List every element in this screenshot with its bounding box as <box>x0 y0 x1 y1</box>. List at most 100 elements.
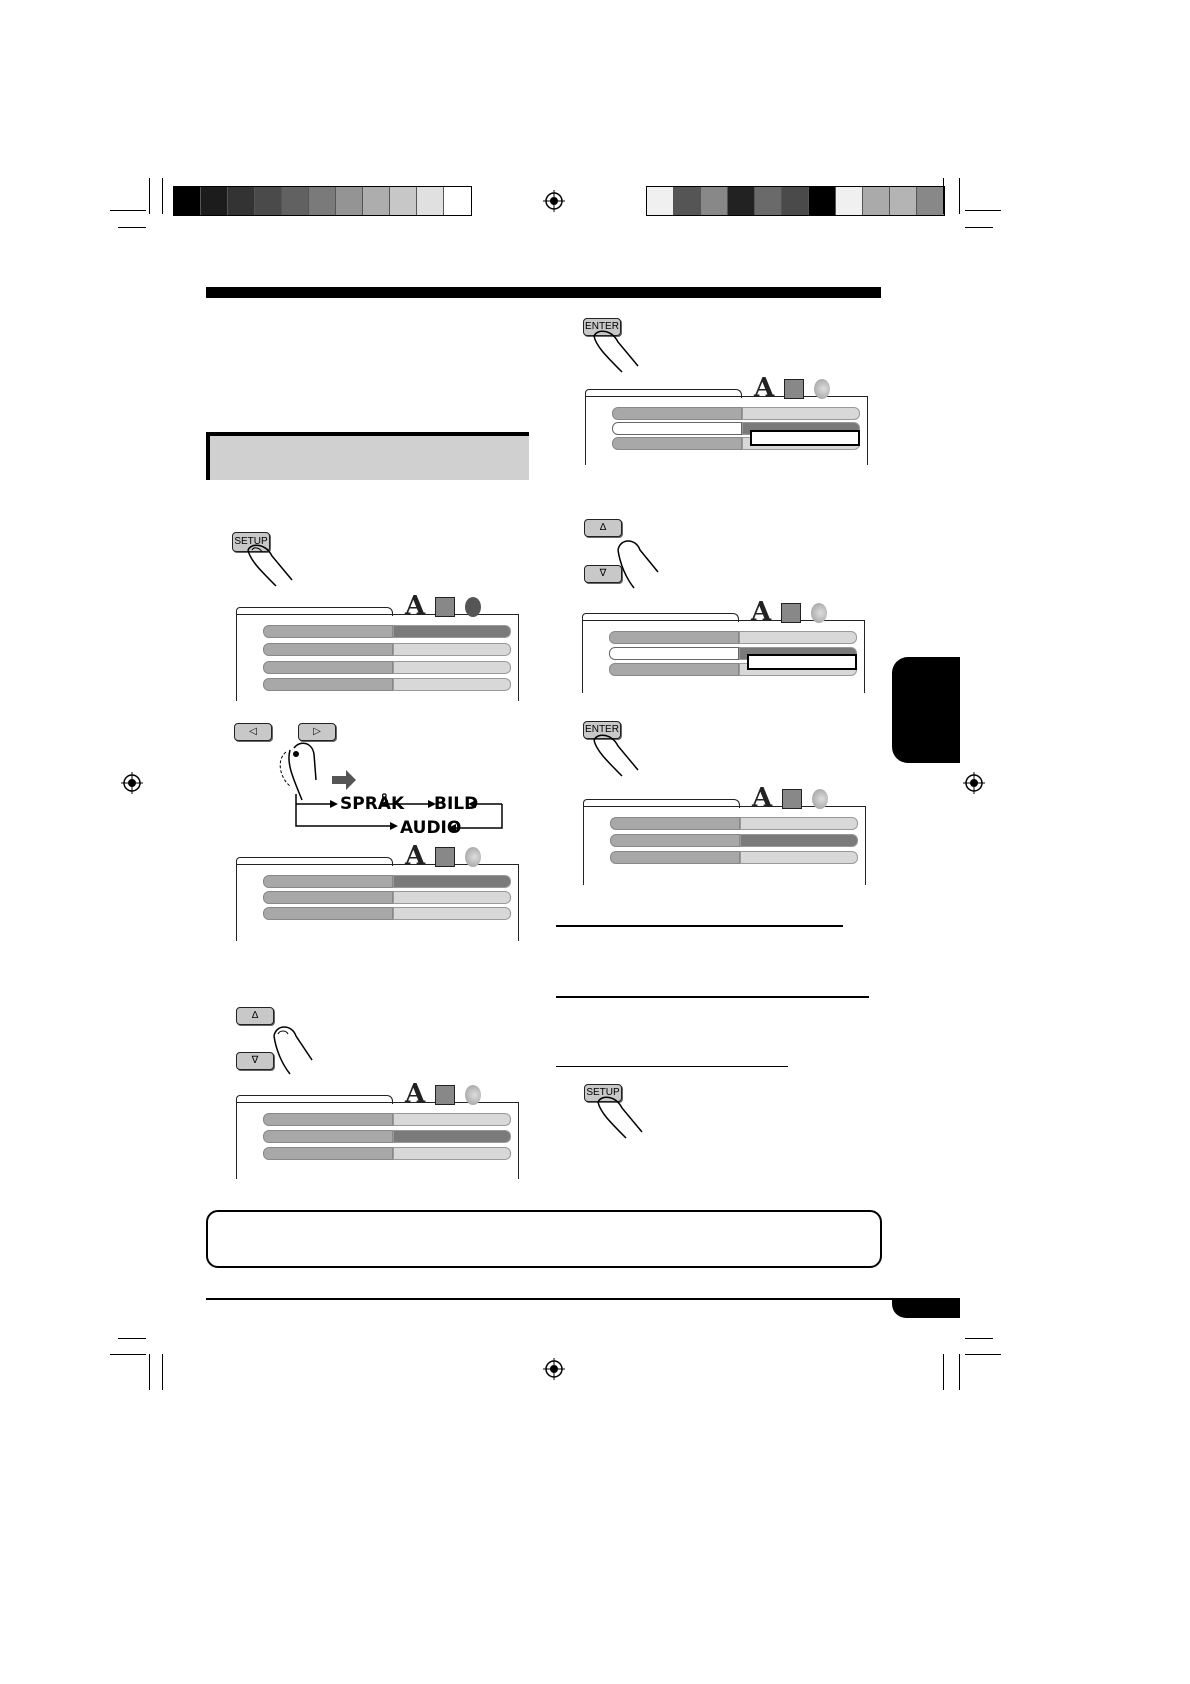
setup-button[interactable]: SETUP <box>584 1084 622 1102</box>
swatch <box>674 187 701 215</box>
swatch <box>174 187 201 215</box>
crop-mark <box>943 178 944 214</box>
flow-label-bild: BILD <box>434 794 479 814</box>
menu-icons: A <box>405 1079 482 1109</box>
font-a-icon: A <box>405 591 426 621</box>
swatch <box>890 187 917 215</box>
swatch <box>836 187 863 215</box>
finger-icon <box>247 544 293 587</box>
speaker-icon <box>465 597 482 617</box>
swatch <box>444 187 471 215</box>
subheading-rule <box>556 996 869 998</box>
speaker-icon <box>811 603 828 623</box>
swatch <box>282 187 309 215</box>
menu-row <box>610 834 858 847</box>
menu-row <box>263 907 511 920</box>
picture-icon <box>435 1085 456 1105</box>
menu-row <box>263 678 511 691</box>
crop-mark <box>110 210 146 211</box>
swatch <box>782 187 809 215</box>
swatch <box>917 187 944 215</box>
language-side-tab <box>892 657 960 763</box>
color-bar-right <box>646 186 945 216</box>
menu-cycle-diagram <box>295 794 503 832</box>
color-bar-left <box>173 186 472 216</box>
menu-row <box>610 851 858 864</box>
finger-icon <box>593 734 639 777</box>
picture-icon <box>781 603 802 623</box>
crop-mark <box>149 1354 150 1390</box>
finger-icon <box>273 1026 313 1075</box>
left-button[interactable]: ◁ <box>234 723 272 741</box>
crop-mark <box>118 1338 146 1339</box>
setup-menu-screen: A <box>235 593 519 701</box>
header-rule <box>206 287 881 298</box>
setup-menu-screen: A <box>581 599 865 693</box>
registration-mark-icon <box>963 772 985 794</box>
crop-mark <box>110 1354 146 1355</box>
swatch <box>363 187 390 215</box>
font-a-icon: A <box>405 841 426 871</box>
speaker-icon <box>814 379 831 399</box>
swatch <box>201 187 228 215</box>
menu-row <box>609 631 857 644</box>
menu-row <box>263 643 511 656</box>
menu-row <box>263 891 511 904</box>
crop-mark <box>965 227 993 228</box>
menu-row <box>263 661 511 674</box>
subheading-rule <box>556 1066 788 1067</box>
flow-label-sprak: SPRÅK <box>340 794 405 814</box>
crop-mark <box>965 210 1001 211</box>
swatch <box>228 187 255 215</box>
flow-label-audio: AUDIO <box>400 818 462 838</box>
menu-row <box>263 1147 511 1160</box>
picture-icon <box>782 789 803 809</box>
finger-icon <box>279 742 356 801</box>
menu-row <box>263 1130 511 1143</box>
up-button[interactable]: ∆ <box>584 519 622 537</box>
swatch <box>863 187 890 215</box>
swatch <box>755 187 782 215</box>
crop-mark <box>162 178 163 214</box>
setup-menu-screen: A <box>584 375 868 465</box>
speaker-icon <box>812 789 829 809</box>
page-number-tab <box>892 1298 960 1318</box>
finger-icon <box>593 330 639 373</box>
swatch <box>647 187 674 215</box>
speaker-icon <box>465 847 482 867</box>
menu-row <box>612 407 860 420</box>
subheading-rule <box>556 925 843 927</box>
registration-mark-icon <box>543 1358 565 1380</box>
font-a-icon: A <box>405 1079 426 1109</box>
picture-icon <box>435 597 456 617</box>
right-button[interactable]: ▷ <box>298 723 336 741</box>
menu-row <box>610 817 858 830</box>
font-a-icon: A <box>754 373 775 403</box>
picture-icon <box>784 379 805 399</box>
swatch <box>417 187 444 215</box>
setup-menu-screen: A <box>235 1081 519 1179</box>
menu-row <box>263 1113 511 1126</box>
option-popup <box>747 654 857 670</box>
menu-row <box>263 625 511 638</box>
menu-icons: A <box>754 373 831 403</box>
down-button[interactable]: ∇ <box>236 1052 274 1070</box>
setup-menu-screen: A <box>235 843 519 941</box>
font-a-icon: A <box>752 783 773 813</box>
up-button[interactable]: ∆ <box>236 1007 274 1025</box>
finger-icon <box>617 540 659 589</box>
crop-mark <box>162 1354 163 1390</box>
down-button[interactable]: ∇ <box>584 565 622 583</box>
enter-button[interactable]: ENTER <box>583 721 621 739</box>
menu-icons: A <box>405 841 482 871</box>
picture-icon <box>435 847 456 867</box>
finger-icon <box>597 1096 643 1139</box>
crop-mark <box>959 178 960 214</box>
font-a-icon: A <box>751 597 772 627</box>
crop-mark <box>959 1354 960 1390</box>
swatch <box>728 187 755 215</box>
menu-icons: A <box>405 591 482 621</box>
enter-button[interactable]: ENTER <box>583 318 621 336</box>
setup-button[interactable]: SETUP <box>232 532 270 552</box>
swatch <box>809 187 836 215</box>
